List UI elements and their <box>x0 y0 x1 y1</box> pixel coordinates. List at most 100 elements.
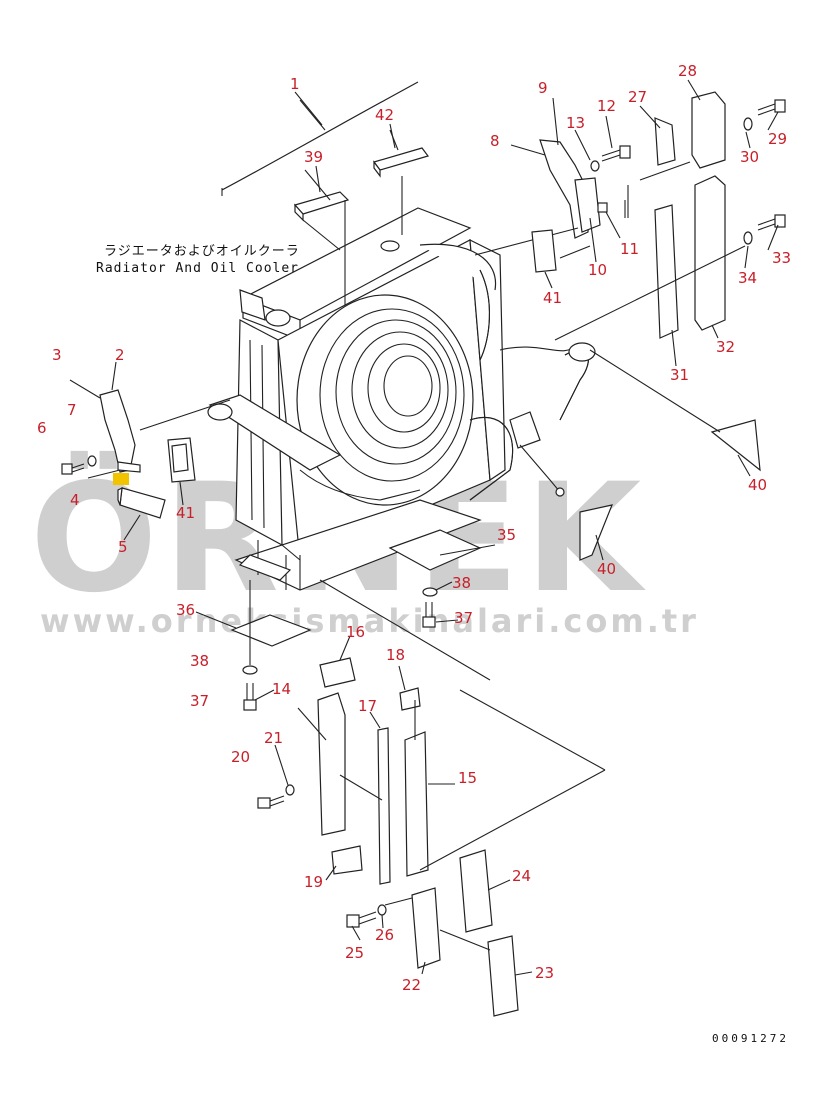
callout-19: 19 <box>304 873 323 891</box>
part-25-bolt <box>346 911 377 928</box>
callout-12: 12 <box>597 97 616 115</box>
callout-36: 36 <box>176 601 195 619</box>
part-40-seal-upper <box>710 419 761 472</box>
part-37-bolt-left <box>243 683 257 711</box>
part-23-plate <box>487 935 519 1017</box>
callout-40-upper: 40 <box>748 476 767 494</box>
callout-13: 13 <box>566 114 585 132</box>
drawing-code: 00091272 <box>712 1032 789 1045</box>
callout-1: 1 <box>290 75 300 93</box>
part-26-washer <box>377 904 387 916</box>
diagram-title-english: Radiator And Oil Cooler <box>96 261 299 276</box>
part-27-plate <box>654 117 676 166</box>
lower-cross-tube <box>208 394 342 471</box>
callout-3: 3 <box>52 346 62 364</box>
callout-15: 15 <box>458 769 477 787</box>
callout-34: 34 <box>738 269 757 287</box>
callout-5: 5 <box>118 538 128 556</box>
watermark-accent-square <box>113 473 129 485</box>
callout-31: 31 <box>670 366 689 384</box>
callout-41-left: 41 <box>176 504 195 522</box>
part-29-bolt <box>757 99 786 116</box>
callout-38-right: 38 <box>452 574 471 592</box>
part-38-washer-right <box>422 587 438 597</box>
part-12-bolt <box>601 145 631 162</box>
callout-14: 14 <box>272 680 291 698</box>
callout-labels: 1 2 3 4 5 6 7 8 9 10 11 12 13 14 15 16 1… <box>37 62 791 994</box>
part-18-seal <box>399 687 421 711</box>
callout-24: 24 <box>512 867 531 885</box>
part-17-strip <box>377 727 391 885</box>
callout-27: 27 <box>628 88 647 106</box>
callout-35: 35 <box>497 526 516 544</box>
part-13-washer <box>590 160 600 172</box>
part-8-bracket <box>539 139 591 239</box>
callout-23: 23 <box>535 964 554 982</box>
filler-cap <box>380 240 400 252</box>
callout-37-left: 37 <box>190 692 209 710</box>
callout-37-right: 37 <box>454 609 473 627</box>
callout-32: 32 <box>716 338 735 356</box>
part-32-seal <box>694 175 726 331</box>
callout-38-left: 38 <box>190 652 209 670</box>
watermark-url: www.orneksismakinalari.com.tr <box>40 602 699 640</box>
callout-11: 11 <box>620 240 639 258</box>
part-7-washer <box>87 455 97 467</box>
callout-26: 26 <box>375 926 394 944</box>
callout-33: 33 <box>772 249 791 267</box>
hose-bracket <box>509 411 541 449</box>
part-14-panel <box>317 692 346 836</box>
part-39-seal <box>293 191 350 215</box>
callout-7: 7 <box>67 401 77 419</box>
leader-lines <box>87 79 779 976</box>
callout-42: 42 <box>375 106 394 124</box>
callout-18: 18 <box>386 646 405 664</box>
part-22-plate <box>411 887 441 969</box>
diagram-title-japanese: ラジエータおよびオイルクーラ <box>104 244 300 259</box>
part-10-plate <box>574 177 601 233</box>
part-40-seal-lower <box>579 504 613 561</box>
callout-6: 6 <box>37 419 47 437</box>
part-41-seal-right <box>531 229 557 273</box>
callout-16: 16 <box>346 623 365 641</box>
upper-left-bracket <box>239 289 266 321</box>
callout-21: 21 <box>264 729 283 747</box>
callout-20: 20 <box>231 748 250 766</box>
callout-2: 2 <box>115 346 125 364</box>
callout-17: 17 <box>358 697 377 715</box>
part-15-seal <box>404 731 429 877</box>
part-4-plate <box>117 461 141 473</box>
callout-39: 39 <box>304 148 323 166</box>
callout-40-lower: 40 <box>597 560 616 578</box>
part-6-bolt <box>61 463 85 475</box>
part-21-washer <box>285 784 295 796</box>
part-1-seal-strip <box>221 81 419 191</box>
part-24-seal <box>459 849 493 933</box>
callout-22: 22 <box>402 976 421 994</box>
callout-29: 29 <box>768 130 787 148</box>
callout-41-right: 41 <box>543 289 562 307</box>
callout-8: 8 <box>490 132 500 150</box>
part-19-seal <box>331 845 363 875</box>
part-38-washer-left <box>242 665 258 675</box>
part-31-panel <box>654 204 679 339</box>
part-42-seal <box>373 147 429 171</box>
callout-9: 9 <box>538 79 548 97</box>
part-30-washer <box>743 117 753 131</box>
part-37-bolt-right <box>422 602 436 628</box>
fan-shroud <box>296 294 474 506</box>
part-11-nut <box>597 202 608 213</box>
part-16-seal <box>319 657 356 688</box>
callout-10: 10 <box>588 261 607 279</box>
radiator-assembly <box>207 207 596 591</box>
part-20-bolt <box>257 795 285 809</box>
callout-4: 4 <box>70 491 80 509</box>
part-33-bolt <box>757 214 786 231</box>
left-foot <box>238 554 292 581</box>
callout-28: 28 <box>678 62 697 80</box>
part-28-seal <box>691 91 726 169</box>
callout-30: 30 <box>740 148 759 166</box>
callout-25: 25 <box>345 944 364 962</box>
hose-clamp-upper <box>568 342 596 362</box>
